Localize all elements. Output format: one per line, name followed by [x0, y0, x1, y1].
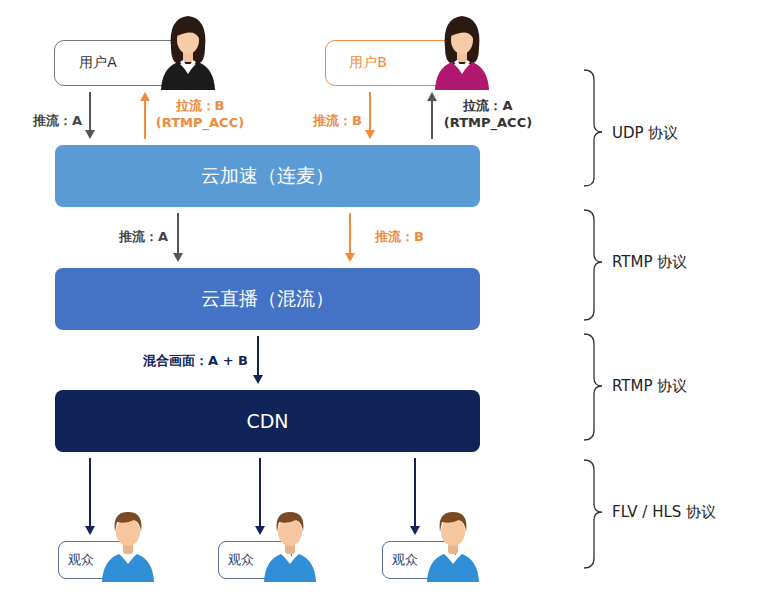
arrow-head: [253, 375, 263, 384]
arrow-head: [365, 130, 375, 139]
arrow-head: [85, 130, 95, 139]
arrow-line: [259, 458, 261, 527]
user-avatar: [435, 16, 489, 90]
arrow-head: [410, 526, 420, 535]
curly-brace: [584, 210, 602, 320]
arrow-line: [177, 213, 179, 254]
arrow-head: [140, 92, 150, 101]
flow-arrow: [365, 92, 375, 139]
arrow-line: [144, 100, 146, 139]
arrow-line: [414, 458, 416, 527]
viewer-avatar: [427, 512, 479, 582]
arrow-head: [173, 253, 183, 262]
node-text: 观众: [228, 551, 254, 569]
node-text: 云直播（混流）: [201, 286, 334, 312]
node-text: CDN: [246, 410, 288, 432]
flow-arrow: [255, 458, 265, 535]
edge-label: 混合画面：A + B: [143, 352, 248, 369]
service-band: CDN: [55, 390, 480, 452]
edge-label: 拉流：B (RTMP_ACC): [152, 97, 248, 131]
service-band: 云直播（混流）: [55, 268, 480, 330]
arrow-head: [427, 92, 437, 101]
flow-arrow: [427, 92, 437, 139]
protocol-label: RTMP 协议: [612, 253, 687, 272]
arrow-line: [349, 213, 351, 254]
flow-arrow: [173, 213, 183, 262]
edge-label: 推流：A: [33, 112, 82, 129]
flow-arrow: [85, 458, 95, 535]
edge-label: 拉流：A (RTMP_ACC): [440, 97, 536, 131]
viewer-avatar: [102, 512, 154, 582]
protocol-label: RTMP 协议: [612, 377, 687, 396]
user-avatar: [161, 16, 215, 90]
arrow-line: [89, 458, 91, 527]
arrow-line: [257, 336, 259, 376]
flow-arrow: [345, 213, 355, 262]
service-band: 云加速（连麦）: [55, 145, 480, 207]
node-text: 云加速（连麦）: [201, 163, 334, 189]
curly-brace: [584, 460, 602, 568]
arrow-line: [369, 92, 371, 131]
node-text: 用户A: [79, 54, 117, 72]
arrow-head: [85, 526, 95, 535]
arrow-head: [255, 526, 265, 535]
arrow-line: [89, 92, 91, 131]
arrow-line: [431, 100, 433, 139]
viewer-avatar: [264, 512, 316, 582]
protocol-label: FLV / HLS 协议: [612, 503, 716, 522]
flow-arrow: [140, 92, 150, 139]
node-text: 观众: [68, 551, 94, 569]
edge-label: 推流：B: [375, 228, 424, 245]
arrow-head: [345, 253, 355, 262]
protocol-label: UDP 协议: [612, 124, 678, 143]
curly-brace: [584, 70, 602, 186]
edge-label: 推流：A: [119, 228, 168, 245]
edge-label: 推流：B: [313, 112, 362, 129]
flow-arrow: [253, 336, 263, 384]
node-text: 观众: [392, 551, 418, 569]
node-text: 用户B: [349, 54, 387, 72]
curly-brace: [584, 334, 602, 440]
flow-arrow: [85, 92, 95, 139]
flow-arrow: [410, 458, 420, 535]
